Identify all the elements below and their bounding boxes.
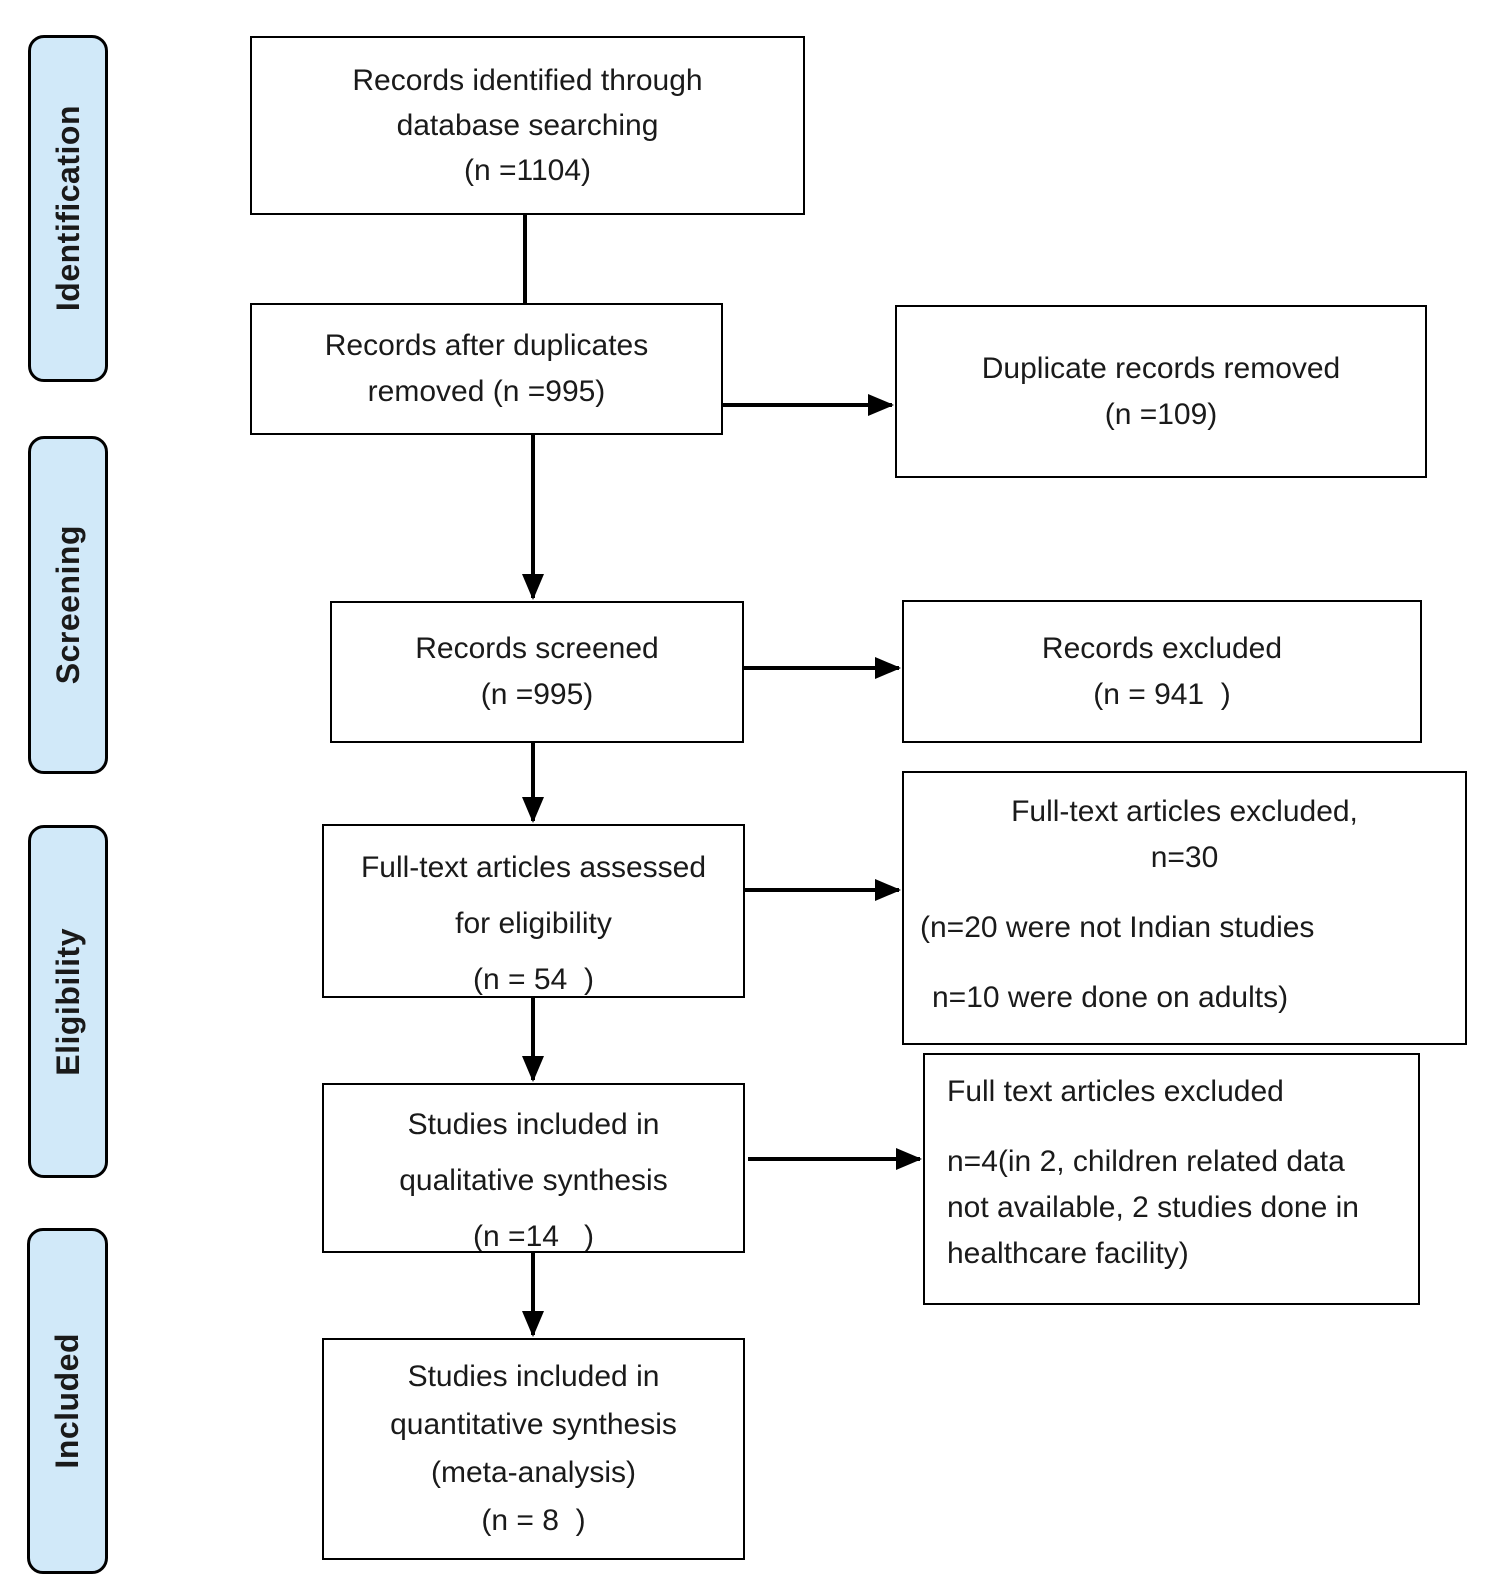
box-text-line: Studies included in	[407, 1108, 660, 1141]
stage-label-text: Included	[49, 1333, 85, 1469]
box-text-line: (n =109)	[1104, 397, 1218, 431]
box-title-line: Full text articles excluded	[947, 1075, 1284, 1108]
box-records-excluded: Records excluded (n = 941 )	[902, 600, 1422, 743]
box-text-line: quantitative synthesis	[390, 1408, 677, 1441]
stage-label-text: Identification	[49, 105, 86, 312]
box-text-line: (n = 54 )	[473, 963, 594, 996]
stage-label-identification: Identification	[28, 35, 108, 382]
box-text-line: n=4(in 2, children related data	[947, 1145, 1345, 1178]
box-text-line: Full-text articles assessed	[360, 851, 707, 884]
box-text-line: not available, 2 studies done in	[947, 1191, 1359, 1224]
box-body-text: n=4(in 2, children related data not avai…	[947, 1139, 1359, 1277]
box-detail-text: (n=20 were not Indian studies n=10 were …	[904, 881, 1465, 1021]
box-text-line: (n=20 were not Indian studies	[920, 911, 1315, 944]
box-text-line: Studies included in	[407, 1360, 660, 1393]
box-centered-text: Full-text articles excluded, n=30	[904, 789, 1465, 881]
box-records-identified: Records identified through database sear…	[250, 36, 805, 215]
box-fulltext-excluded-n4: Full text articles excluded n=4(in 2, ch…	[923, 1053, 1420, 1305]
box-text-line: Records after duplicates	[324, 329, 649, 362]
box-text-line: n=10 were done on adults)	[932, 981, 1289, 1014]
box-text-line: (n =1104)	[463, 154, 592, 187]
box-text-line: Records identified through	[352, 64, 703, 97]
box-text-line: database searching	[396, 109, 659, 142]
box-records-screened: Records screened (n =995)	[330, 601, 744, 743]
box-text-line: (n = 941 )	[1093, 677, 1231, 711]
box-qualitative-synthesis: Studies included in qualitative synthesi…	[322, 1083, 745, 1253]
box-text-line: (meta-analysis)	[430, 1456, 637, 1489]
stage-label-text: Eligibility	[49, 927, 86, 1076]
box-text-line: qualitative synthesis	[399, 1164, 668, 1197]
box-text-line: removed (n =995)	[367, 375, 606, 408]
box-text-line: for eligibility	[455, 907, 612, 940]
stage-label-text: Screening	[49, 525, 86, 685]
box-text-line: (n =14 )	[473, 1220, 594, 1253]
box-text-line: Records screened	[415, 632, 659, 665]
box-text-line: (n = 8 )	[481, 1504, 586, 1537]
box-text-line: healthcare facility)	[947, 1237, 1189, 1270]
box-text-line: n=30	[1150, 841, 1219, 874]
box-text-line: (n =995)	[480, 678, 594, 711]
stage-label-included: Included	[27, 1228, 108, 1574]
stage-label-eligibility: Eligibility	[28, 825, 108, 1178]
box-duplicate-records-removed: Duplicate records removed (n =109)	[895, 305, 1427, 478]
box-text-line: Duplicate records removed	[981, 351, 1341, 385]
box-text-line: Full-text articles excluded,	[1011, 795, 1358, 828]
box-quantitative-synthesis: Studies included in quantitative synthes…	[322, 1338, 745, 1560]
stage-label-screening: Screening	[28, 436, 108, 774]
box-text-line: Records excluded	[1041, 631, 1283, 665]
box-records-after-duplicates: Records after duplicates removed (n =995…	[250, 303, 723, 435]
box-fulltext-excluded-n30: Full-text articles excluded, n=30 (n=20 …	[902, 771, 1467, 1045]
box-fulltext-assessed: Full-text articles assessed for eligibil…	[322, 824, 745, 998]
